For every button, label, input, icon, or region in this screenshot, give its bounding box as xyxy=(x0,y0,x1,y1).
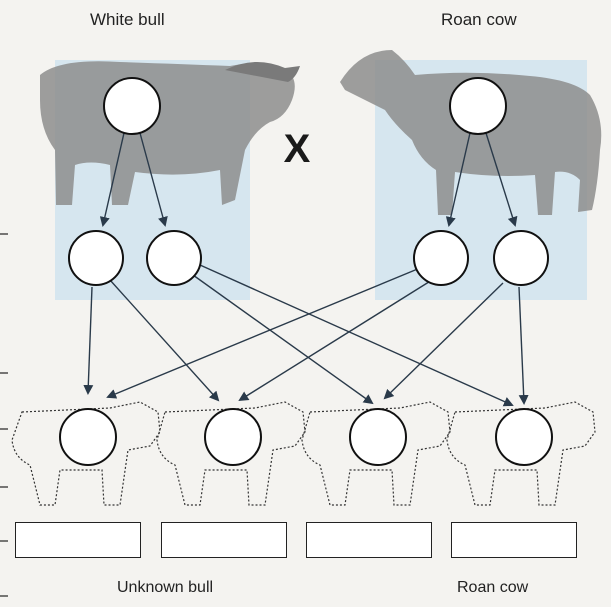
cow-gamete-circle-2 xyxy=(493,230,549,286)
bull-genotype-circle xyxy=(103,77,161,135)
bull-gamete-circle-2 xyxy=(146,230,202,286)
arrow-bull-to-gamete-2 xyxy=(139,132,168,227)
offspring-answer-box-2[interactable] xyxy=(161,522,287,558)
offspring-answer-box-4[interactable] xyxy=(451,522,577,558)
inheritance-arrows xyxy=(83,132,529,407)
cross-symbol: X xyxy=(284,127,311,171)
offspring-circle-4 xyxy=(495,408,553,466)
offspring-circle-3 xyxy=(349,408,407,466)
cow-genotype-circle xyxy=(449,77,507,135)
bottom-label-unknown-bull: Unknown bull xyxy=(117,579,214,596)
offspring-answer-box-3[interactable] xyxy=(306,522,432,558)
bull-gamete-circle-1 xyxy=(68,230,124,286)
offspring-circle-1 xyxy=(59,408,117,466)
bottom-label-roan-cow: Roan cow xyxy=(457,579,529,596)
cow-gamete-circle-1 xyxy=(413,230,469,286)
arrow-cow-to-gamete-1 xyxy=(445,132,471,227)
margin-ticks xyxy=(0,233,8,597)
arrow-cow-to-gamete-2 xyxy=(485,132,518,227)
parent-label-roan-cow: Roan cow xyxy=(441,10,517,29)
parent-label-white-bull: White bull xyxy=(90,10,165,29)
calf-outlines xyxy=(11,401,596,506)
offspring-circle-2 xyxy=(204,408,262,466)
arrow-bull-to-gamete-1 xyxy=(99,132,125,227)
offspring-answer-box-1[interactable] xyxy=(15,522,141,558)
